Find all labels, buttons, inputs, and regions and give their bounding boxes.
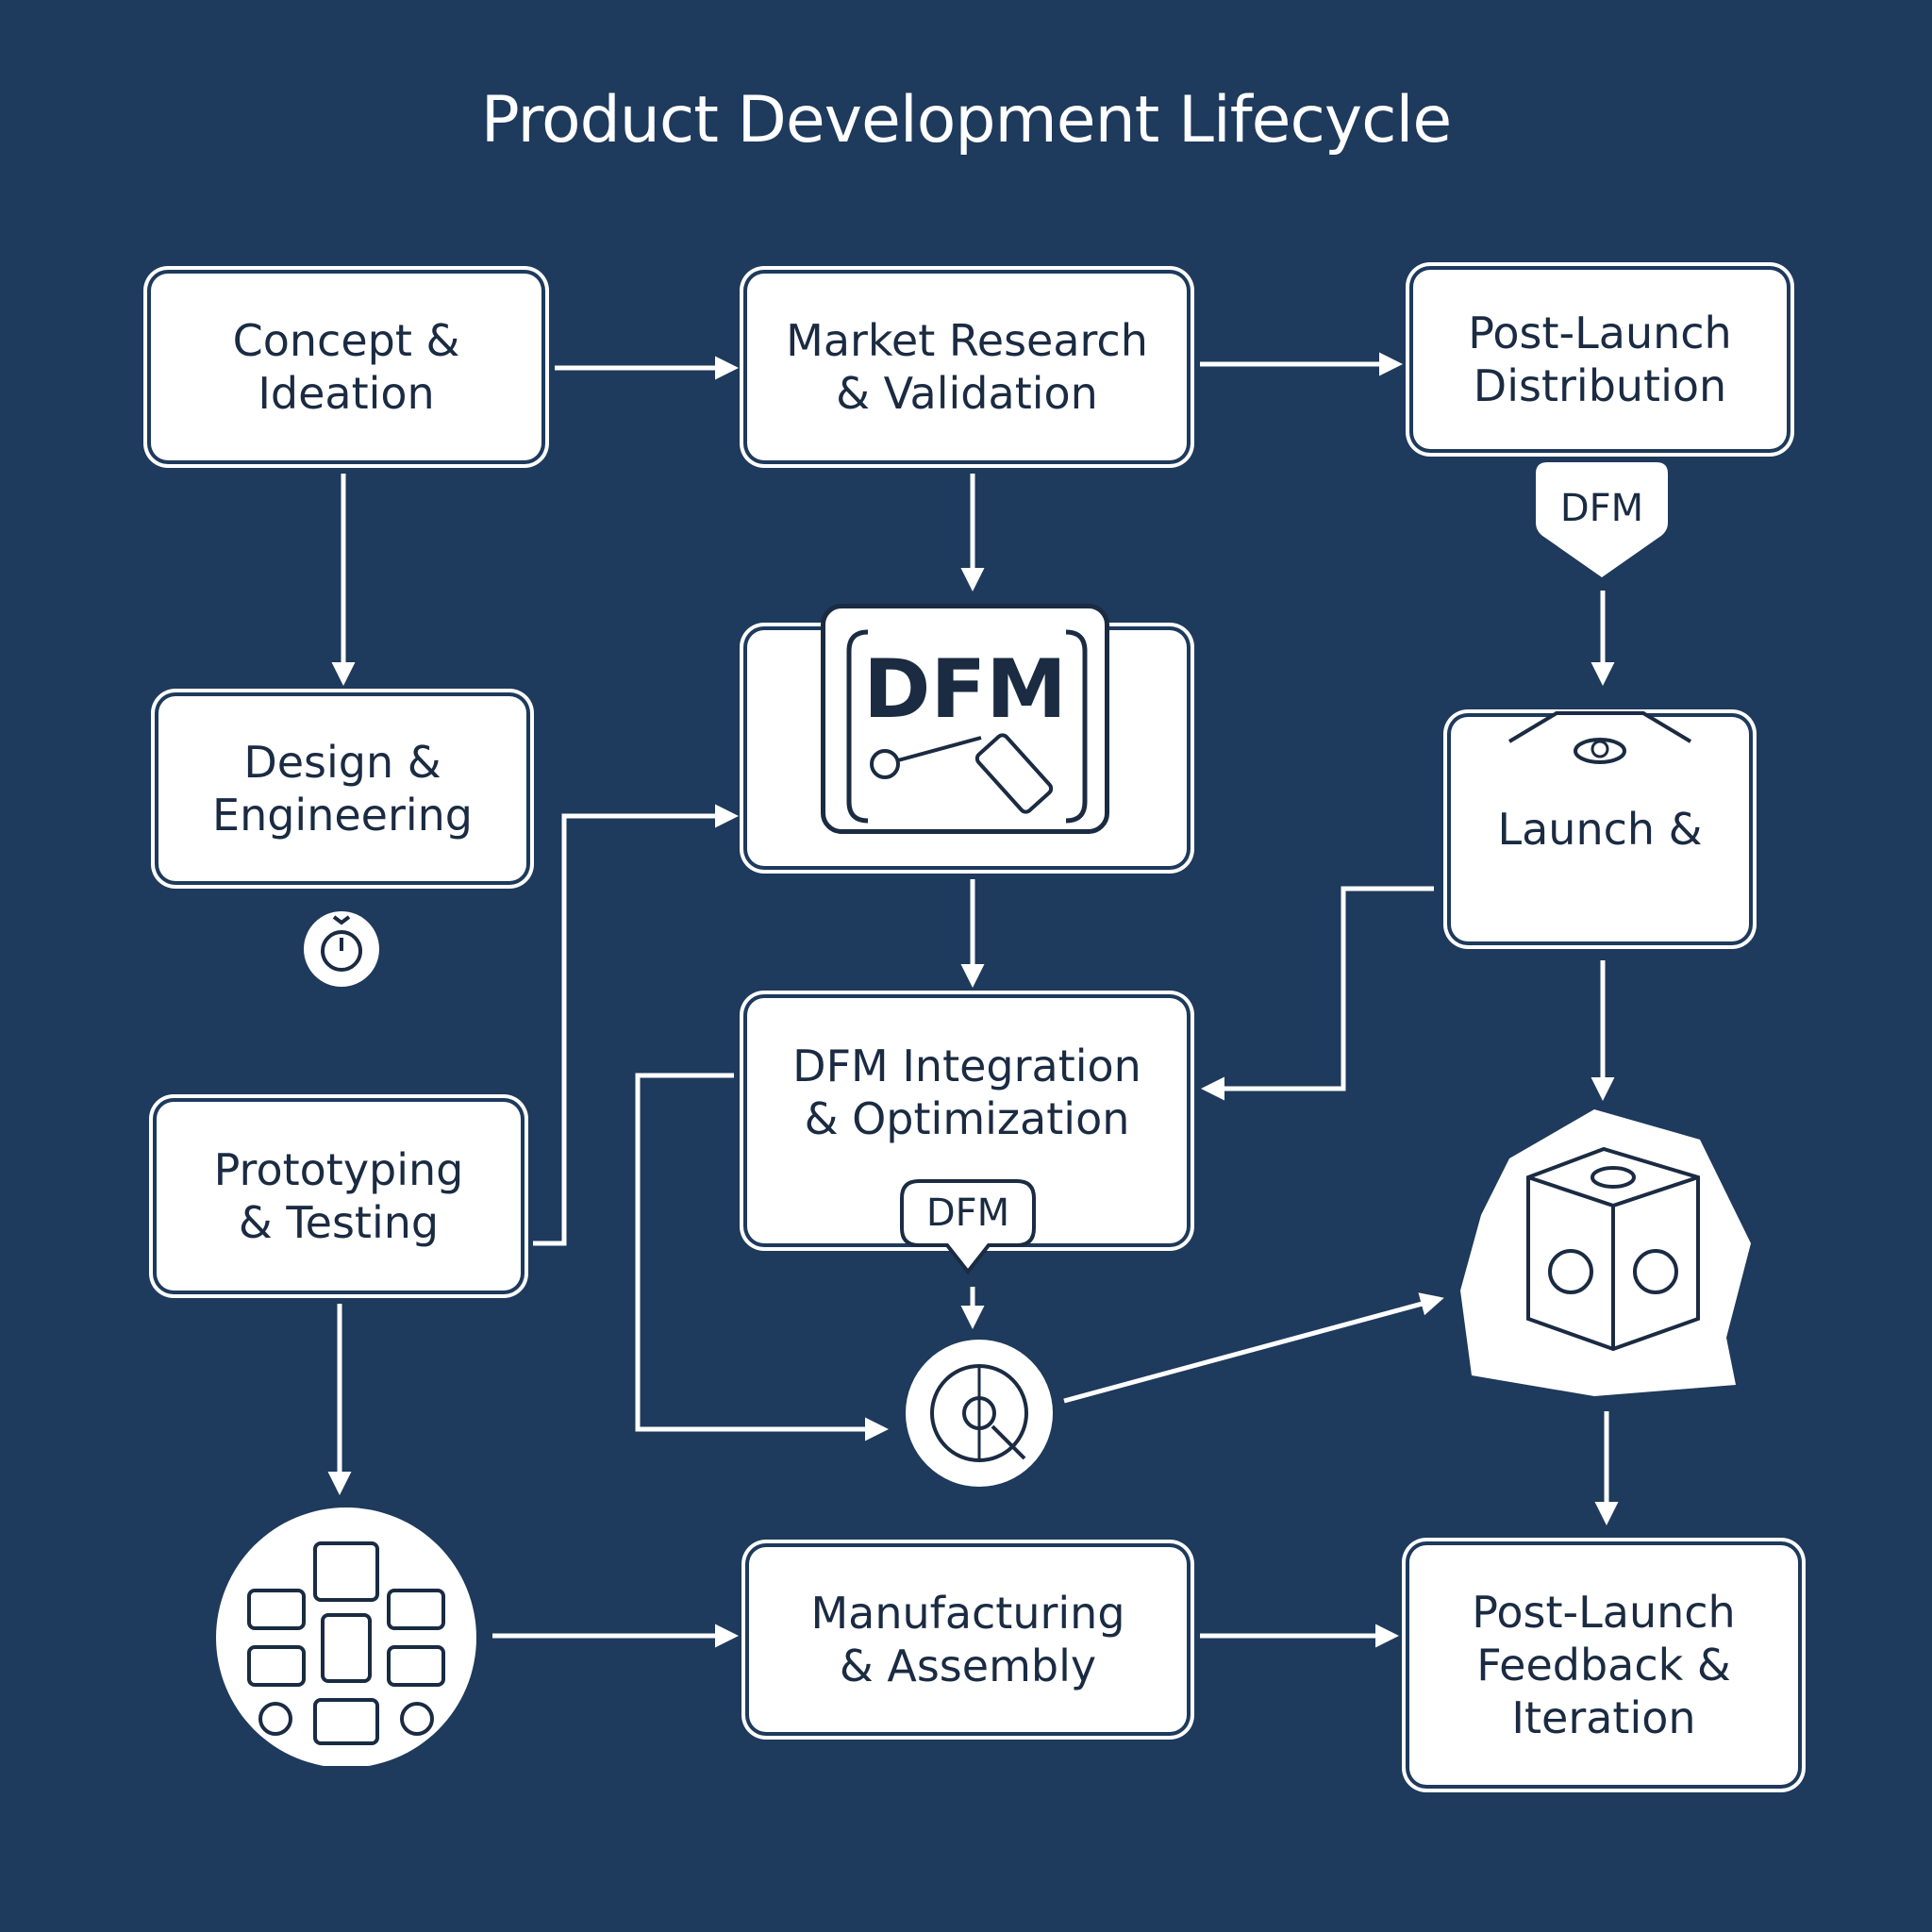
cube-assembly-icon xyxy=(1460,1109,1751,1396)
machine-part-icon xyxy=(1507,711,1692,764)
arrow-target-to-cube xyxy=(1063,1292,1444,1404)
distribution-dfm-badge xyxy=(1536,462,1668,577)
arrow-launch-to-integration xyxy=(1201,886,1434,1101)
manufacturing-assembly-box: Manufacturing & Assembly xyxy=(749,1547,1187,1732)
dfm-integration-box: DFM Integration & Optimization xyxy=(747,998,1187,1243)
page-title: Product Development Lifecycle xyxy=(480,83,1453,158)
market-research-box: Market Research & Validation xyxy=(747,274,1187,460)
dfm-main-label: DFM xyxy=(863,642,1067,737)
concept-ideation-box: Concept & Ideation xyxy=(151,274,541,460)
integration-dfm-tag: DFM xyxy=(925,1191,1010,1235)
arrow-loop-to-target xyxy=(635,1073,889,1441)
key-and-bottle-icon xyxy=(846,629,1088,824)
circuit-layout-icon xyxy=(216,1507,476,1766)
target-dial-icon xyxy=(906,1340,1053,1487)
timer-icon xyxy=(304,911,379,987)
post-launch-feedback-box: Post-Launch Feedback & Iteration xyxy=(1409,1545,1798,1785)
post-launch-distribution-box: Post-Launch Distribution xyxy=(1413,270,1787,449)
arrow-prototyping-to-dfm xyxy=(533,804,739,1246)
prototyping-testing-box: Prototyping & Testing xyxy=(157,1102,521,1291)
distribution-dfm-tag: DFM xyxy=(1559,487,1644,530)
integration-dfm-badge xyxy=(900,1179,1036,1275)
design-engineering-box: Design & Engineering xyxy=(158,696,526,881)
dfm-main-card: DFM xyxy=(821,604,1109,834)
